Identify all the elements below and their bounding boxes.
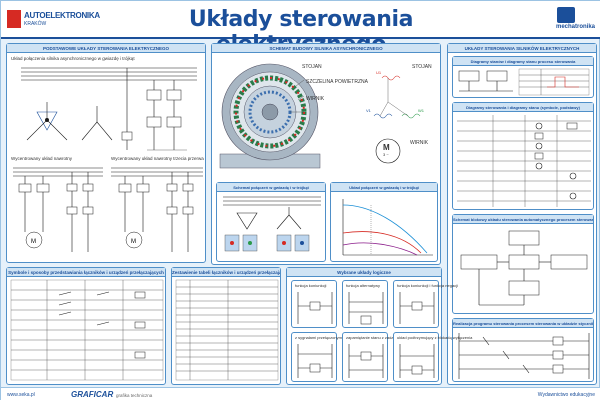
panel-switch-table: Zestawienie tabeli łączników i urządzeń …: [171, 267, 281, 385]
subpanel-star-delta-wiring: Schemat połączeń w gwiazdę i w trójkąt: [216, 182, 326, 262]
subpanel-title: Schemat blokowy układu sterowania automa…: [453, 215, 593, 224]
reversing-circuits-diagram: M M: [13, 167, 203, 252]
logo-autoelektronika: AUTOELEKTRONIKA KRAKÓW: [7, 7, 100, 33]
motor-symbol-letter: M: [383, 143, 390, 152]
poster-header: AUTOELEKTRONIKA KRAKÓW Układy sterowania…: [1, 1, 600, 57]
switch-symbols-table: [10, 279, 164, 381]
contactor-ladder-diagram: [458, 333, 590, 379]
panel-motor-construction: SCHEMAT BUDOWY SILNIKA ASYNCHRONICZNEGO: [211, 43, 441, 265]
logic-cell-label: funkcja koniunkcji i funkcja negacji: [397, 283, 458, 288]
logic-ladder-diagram: [348, 344, 384, 378]
panel-switch-symbols: Symbole i sposoby przedstawiania łącznik…: [6, 267, 166, 385]
footer-website: www.seka.pl: [7, 392, 35, 398]
label-rotor: WIRNIK: [306, 96, 325, 102]
logic-cell: zapamiętanie stanu z zadanym wyłączeniem: [342, 332, 425, 382]
subpanel-star-delta-curves: Układ połączeń w gwiazdę i w trójkąt: [330, 182, 438, 262]
subpanel-title: Wycentrowany układ nawrotny trzecia prze…: [111, 156, 204, 161]
torque-curves-illustration: [342, 199, 433, 256]
panel-title: Zestawienie tabeli łączników i urządzeń …: [172, 268, 280, 277]
terminal-v1: V1: [366, 108, 371, 113]
symbols-table: [457, 115, 591, 207]
state-diagram: [458, 68, 590, 96]
logo-left-name: AUTOELEKTRONIKA: [24, 11, 100, 20]
label-stator-right: STOJAN: [412, 64, 432, 70]
subpanel-title: Diagramy sterowania i diagramy stanu (sy…: [453, 103, 593, 112]
footer-brand: GRAFICAR: [71, 390, 114, 399]
terminal-w1: W1: [418, 108, 424, 113]
logic-ladder-diagram: [297, 344, 333, 378]
subpanel-block-diagram: Schemat blokowy układu sterowania automa…: [452, 214, 594, 314]
label-rotor-right: WIRNIK: [410, 140, 429, 146]
subpanel-state-diagrams: Diagramy stanów i diagramy stanu procesu…: [452, 56, 594, 98]
logic-cell: funkcja koniunkcji: [291, 280, 337, 328]
subpanel-title: Diagramy stanów i diagramy stanu procesu…: [453, 57, 593, 66]
logic-cell-label: zapamiętanie stanu z zadanym wyłączeniem: [346, 335, 426, 340]
subpanel-title: Realizacja programu sterowania procesem …: [453, 319, 593, 328]
panel-logic-circuits: Wybrane układy logiczne funkcja koniunkc…: [286, 267, 472, 385]
poster-footer: www.seka.pl GRAFICAR grafika techniczna …: [1, 387, 600, 401]
svg-text:M: M: [31, 239, 36, 245]
star-delta-wiring-diagram: [223, 196, 321, 252]
panel-title: SCHEMAT BUDOWY SILNIKA ASYNCHRONICZNEGO: [212, 44, 440, 53]
logo-left-sub: KRAKÓW: [24, 21, 47, 27]
logic-cell-label: funkcja koniunkcji: [295, 283, 327, 288]
motor-symbol-phase: 3 ~: [383, 152, 389, 157]
panel-motor-control-systems: UKŁADY STEROWANIA SILNIKÓW ELEKTRYCZNYCH…: [447, 43, 597, 385]
subpanel-control-symbols: Diagramy sterowania i diagramy stanu (sy…: [452, 102, 594, 210]
motor-cross-section: [219, 63, 421, 169]
terminal-u1: U1: [376, 70, 382, 75]
label-stator: STOJAN: [302, 64, 322, 70]
subpanel-title: Układ połączeń w gwiazdę i w trójkąt: [331, 183, 437, 192]
logo-mark-icon: [7, 10, 21, 28]
footer-brand-sub: grafika techniczna: [116, 393, 153, 398]
logic-cell-label: funkcja alternatywy: [346, 283, 381, 288]
logic-ladder-diagram: [297, 292, 333, 324]
subpanel-program-realization: Realizacja programu sterowania procesem …: [452, 318, 594, 382]
logic-ladder-diagram: [348, 292, 384, 325]
subpanel-title: Układ połączenia silnika asynchroniczneg…: [11, 56, 135, 61]
panel-title: PODSTAWOWE UKŁADY STEROWANIA ELEKTRYCZNE…: [7, 44, 205, 53]
svg-text:M: M: [131, 239, 136, 245]
panel-basic-circuits: PODSTAWOWE UKŁADY STEROWANIA ELEKTRYCZNE…: [6, 43, 206, 263]
logo-right-name: mechatronika: [555, 24, 595, 30]
panel-title: UKŁADY STEROWANIA SILNIKÓW ELEKTRYCZNYCH: [448, 44, 596, 53]
control-block-diagram: [460, 230, 588, 306]
panel-title: Symbole i sposoby przedstawiania łącznik…: [7, 268, 165, 277]
logic-cell: funkcja alternatywy: [342, 280, 388, 328]
subpanel-title: Wycentrowany układ nawrotny: [11, 156, 72, 161]
logic-ladder-diagram: [399, 292, 435, 324]
logic-cell: z sygnałami przełączonymi w gwiazdę: [291, 332, 363, 382]
panel-title: Wybrane układy logiczne: [287, 268, 441, 277]
logo-mechatronika: mechatronika: [535, 7, 595, 33]
logic-ladder-diagram: [399, 344, 435, 378]
switch-table: [175, 279, 279, 381]
logic-cell-label: układ podtrzymujący z blokadą wyłączenia: [397, 335, 473, 340]
logic-cell-label: z sygnałami przełączonymi w gwiazdę: [295, 335, 363, 340]
logic-cell: funkcja koniunkcji i funkcja negacji: [393, 280, 458, 328]
logo-badge-icon: [557, 7, 575, 23]
subpanel-title: Schemat połączeń w gwiazdę i w trójkąt: [217, 183, 325, 192]
logic-cell: układ podtrzymujący z blokadą wyłączenia: [393, 332, 472, 382]
footer-publisher: Wydawnictwo edukacyjne: [537, 392, 595, 398]
label-air-gap: SZCZELINA POWIETRZNA: [306, 79, 368, 85]
star-delta-diagram: [21, 67, 197, 151]
